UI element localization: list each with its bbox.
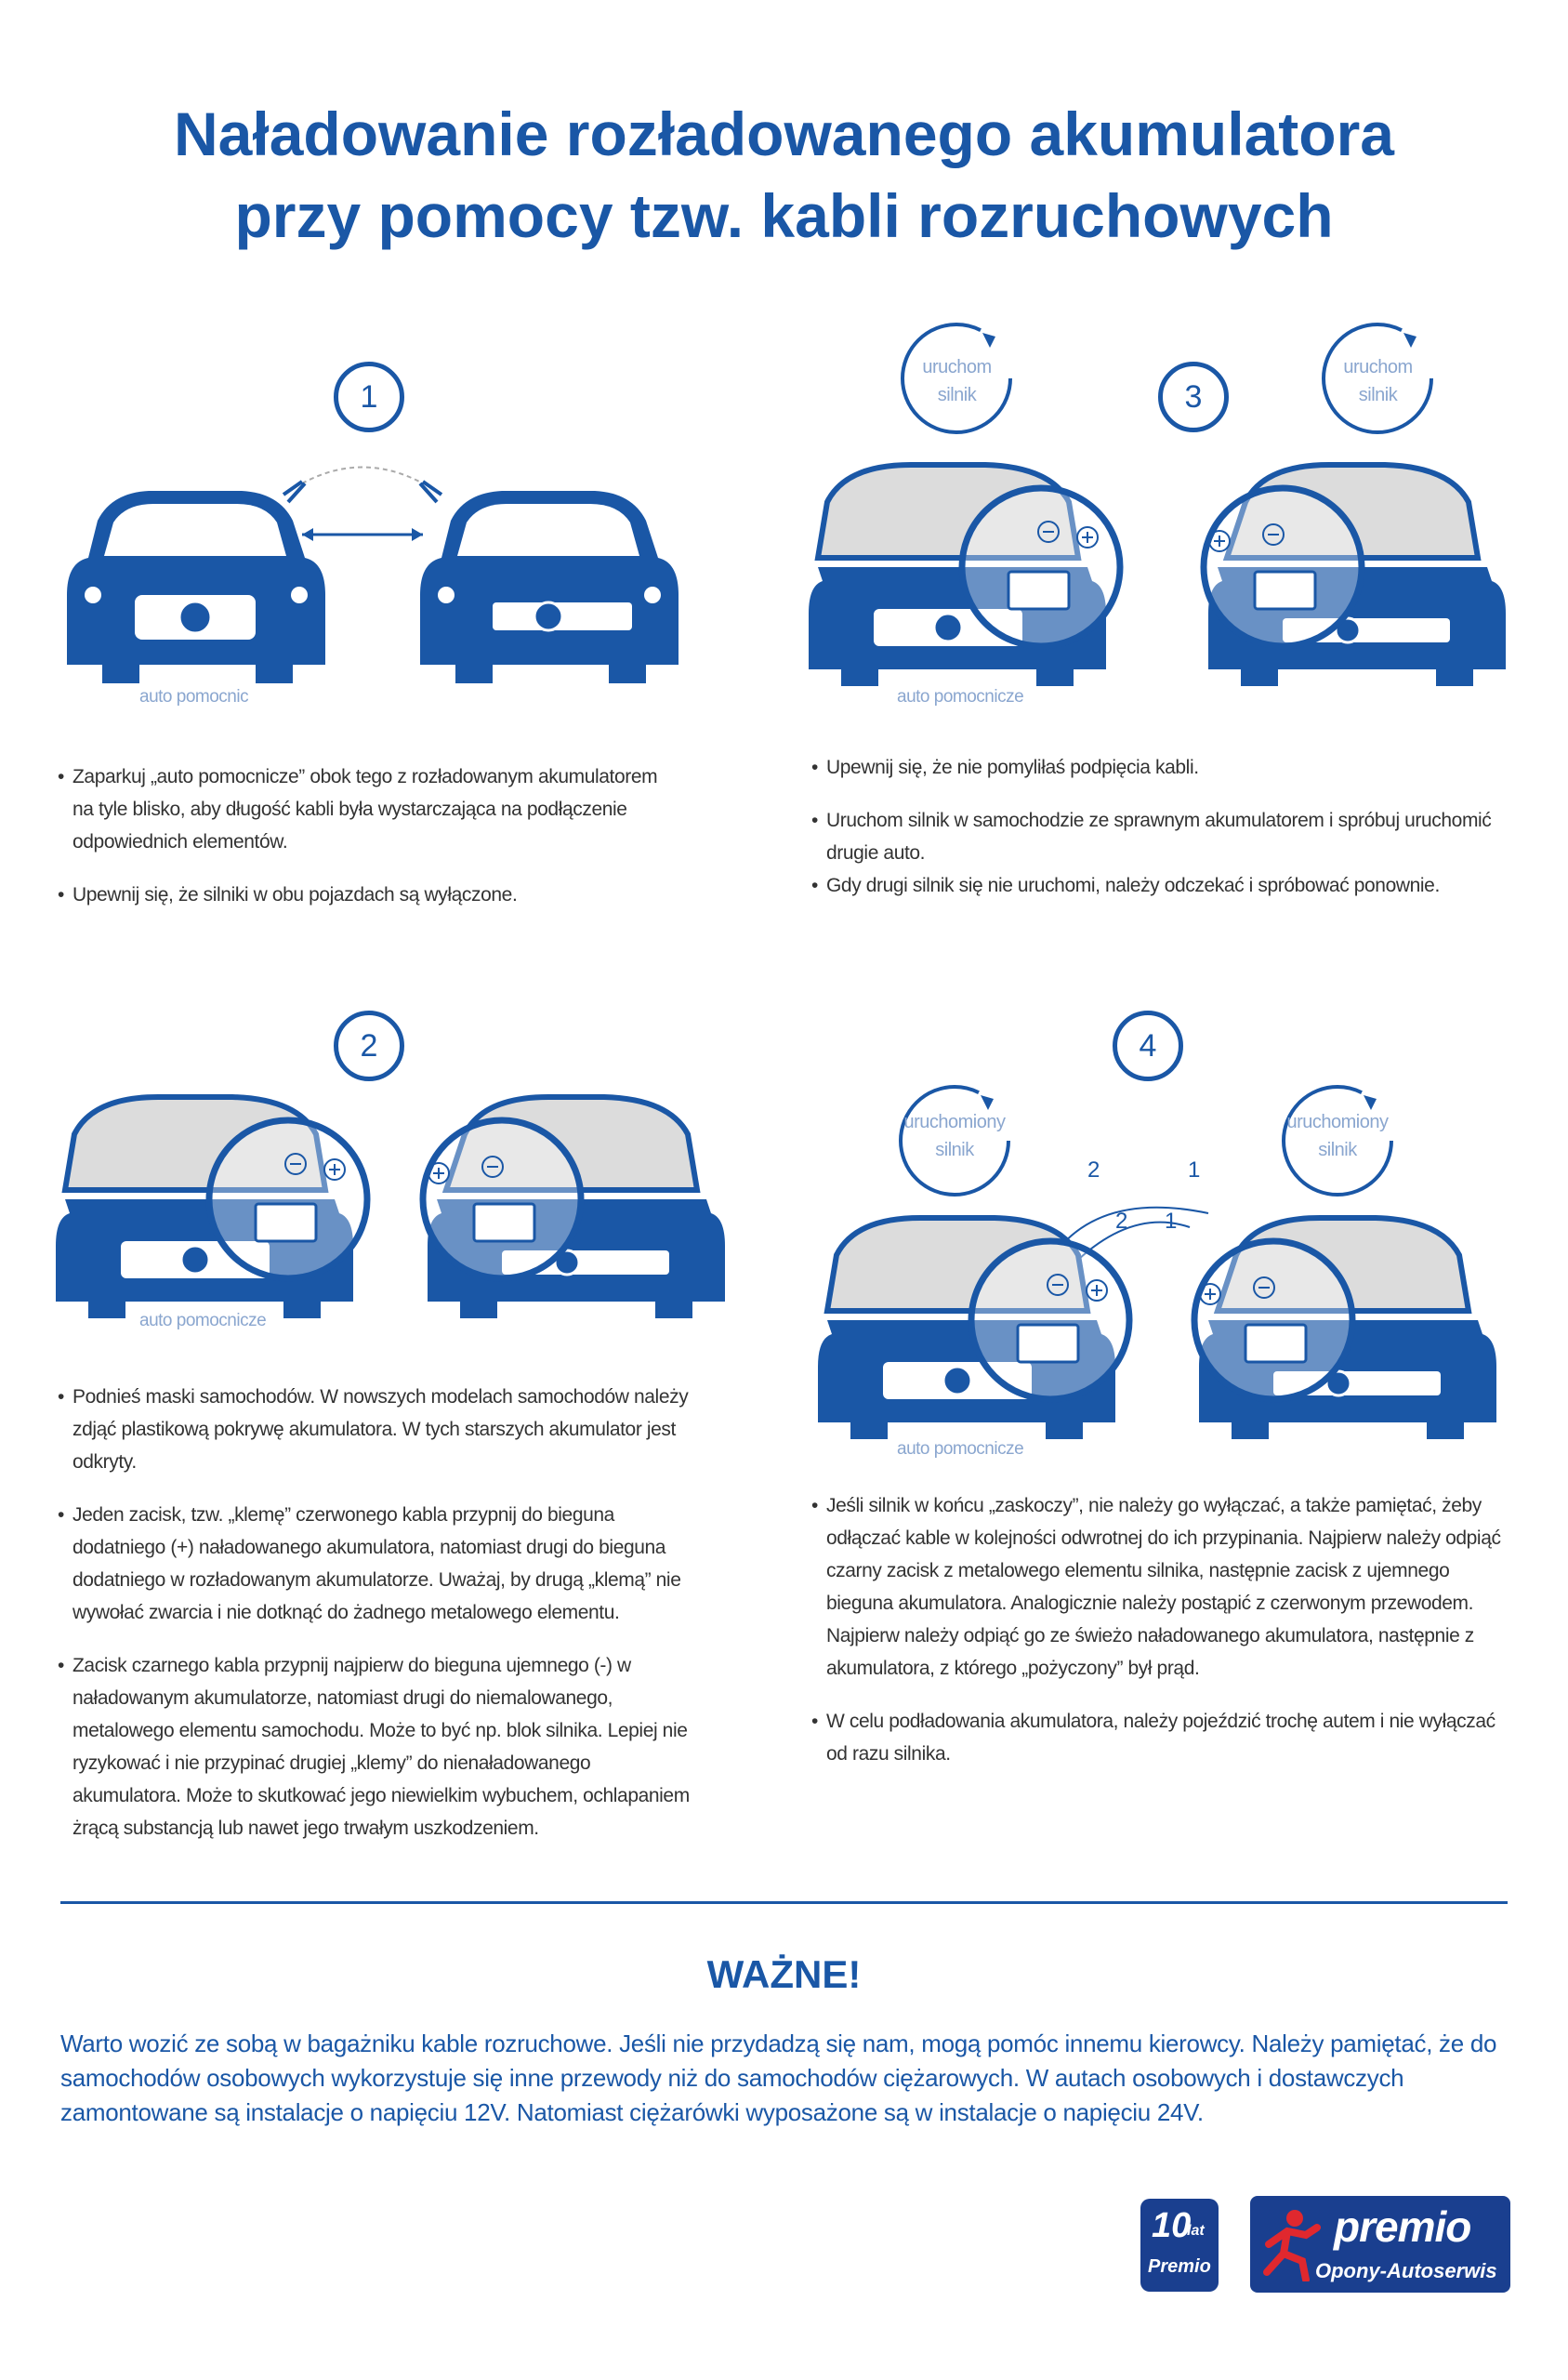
list-item: •W celu podładowania akumulatora, należy… (811, 1711, 1496, 1765)
title-line-2: przy pomocy tzw. kabli rozruchowych (234, 181, 1334, 250)
anniversary-logo: 10 lat Premio (1140, 2199, 1219, 2292)
order-label: 1 (1165, 1209, 1177, 1234)
step-4-cycle-right-icon (1282, 1085, 1393, 1197)
order-label: 1 (1188, 1157, 1200, 1183)
section-divider (60, 1901, 1508, 1904)
step-3-bullets: •Upewnij się, że nie pomyliłaś podpięcia… (811, 751, 1518, 922)
list-item: •Uruchom silnik w samochodzie ze sprawny… (811, 810, 1492, 864)
step-2-bullets: •Podnieś maski samochodów. W nowszych mo… (58, 1381, 690, 1865)
step-3-cycle-left-icon (901, 323, 1012, 434)
step-2-illustration (56, 1094, 725, 1318)
order-label: 2 (1115, 1209, 1127, 1234)
step-3-cycle-right-label: uruchom silnik (1343, 357, 1413, 405)
important-title: WAŻNE! (706, 1952, 862, 1996)
premio-logo: premio Opony-Autoserwis (1250, 2196, 1510, 2293)
car-hood-open-left-icon (809, 462, 1124, 686)
car-left-icon (67, 491, 325, 683)
page-title: Naładowanie rozładowanego akumulatora pr… (0, 93, 1568, 257)
step-3-number: 3 (1158, 362, 1229, 432)
brand-name: premio (1334, 2202, 1471, 2251)
car-hood-open-right-icon (419, 1094, 725, 1318)
car-hood-open-left-icon (818, 1215, 1133, 1439)
list-item: •Jeden zacisk, tzw. „klemę” czerwonego k… (58, 1504, 681, 1623)
brand-subtitle: Opony-Autoserwis (1315, 2259, 1497, 2282)
step-1-illustration (67, 466, 679, 683)
list-item: •Upewnij się, że silniki w obu pojazdach… (58, 884, 518, 906)
important-text: Warto wozić ze sobą w bagażniku kable ro… (60, 2030, 1497, 2126)
step-4-cycle-left-icon (899, 1085, 1010, 1197)
car-right-icon (420, 491, 679, 683)
step-4-cycle-left-label: uruchomiony silnik (903, 1112, 1006, 1160)
step-4-caption: auto pomocnicze (897, 1439, 1024, 1459)
order-label: 2 (1087, 1157, 1100, 1183)
list-item: •Jeśli silnik w końcu „zaskoczy”, nie na… (811, 1495, 1501, 1679)
list-item: •Gdy drugi silnik się nie uruchomi, nale… (811, 875, 1440, 896)
step-1-bullets: •Zaparkuj „auto pomocnicze” obok tego z … (58, 760, 671, 932)
runner-icon (1263, 2210, 1321, 2281)
step-2-caption: auto pomocnicze (139, 1311, 267, 1330)
step-3-illustration (809, 462, 1506, 686)
step-1-number: 1 (334, 362, 404, 432)
clamp-left-icon (282, 480, 307, 504)
step-4-illustration (818, 1206, 1496, 1439)
clamp-right-icon (418, 480, 443, 504)
list-item: •Zacisk czarnego kabla przypnij najpierw… (58, 1655, 690, 1839)
step-3-caption: auto pomocnicze (897, 687, 1024, 707)
step-4-bullets: •Jeśli silnik w końcu „zaskoczy”, nie na… (811, 1489, 1518, 1791)
step-3-cycle-left-label: uruchom silnik (922, 357, 992, 405)
car-hood-open-right-icon (1200, 462, 1506, 686)
step-2-number: 2 (334, 1011, 404, 1081)
car-hood-open-right-icon (1191, 1215, 1496, 1439)
list-item: •Zaparkuj „auto pomocnicze” obok tego z … (58, 766, 658, 853)
step-1-caption: auto pomocnic (139, 687, 249, 707)
list-item: •Upewnij się, że nie pomyliłaś podpięcia… (811, 757, 1199, 778)
list-item: •Podnieś maski samochodów. W nowszych mo… (58, 1386, 689, 1473)
step-4-cycle-right-label: uruchomiony silnik (1286, 1112, 1389, 1160)
title-line-1: Naładowanie rozładowanego akumulatora (174, 99, 1394, 168)
step-3-cycle-right-icon (1322, 323, 1433, 434)
step-4-number: 4 (1113, 1011, 1183, 1081)
car-hood-open-left-icon (56, 1094, 371, 1318)
